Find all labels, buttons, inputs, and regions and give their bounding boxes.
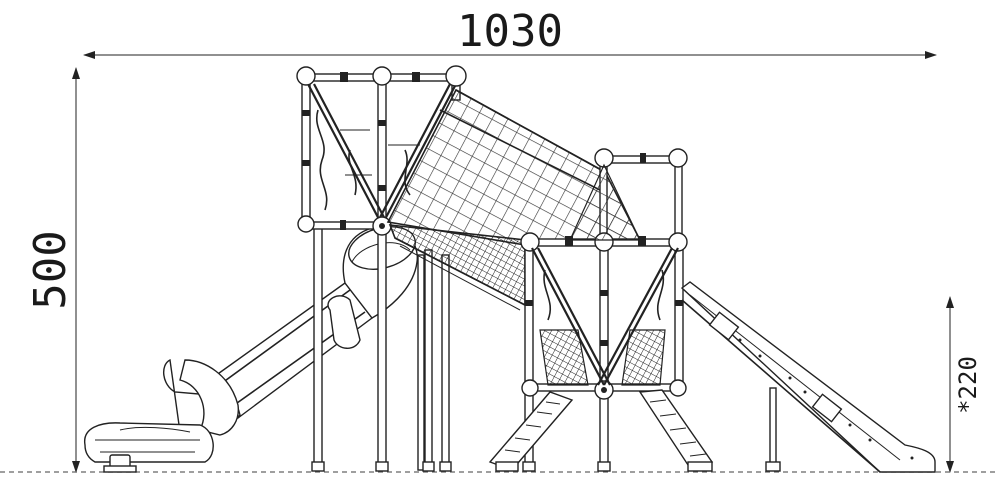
height-dimension-label: 500 xyxy=(25,230,76,309)
tube-slide xyxy=(84,226,418,473)
width-dimension: 1030 xyxy=(83,6,937,59)
slide-height-dimension-label: *220 xyxy=(954,356,982,414)
slide-height-dimension: *220 xyxy=(946,296,982,473)
net-bridge xyxy=(386,88,642,311)
straight-slide xyxy=(680,281,936,473)
height-dimension: 500 xyxy=(25,67,80,473)
width-dimension-label: 1030 xyxy=(457,6,563,57)
right-tower xyxy=(488,148,714,472)
